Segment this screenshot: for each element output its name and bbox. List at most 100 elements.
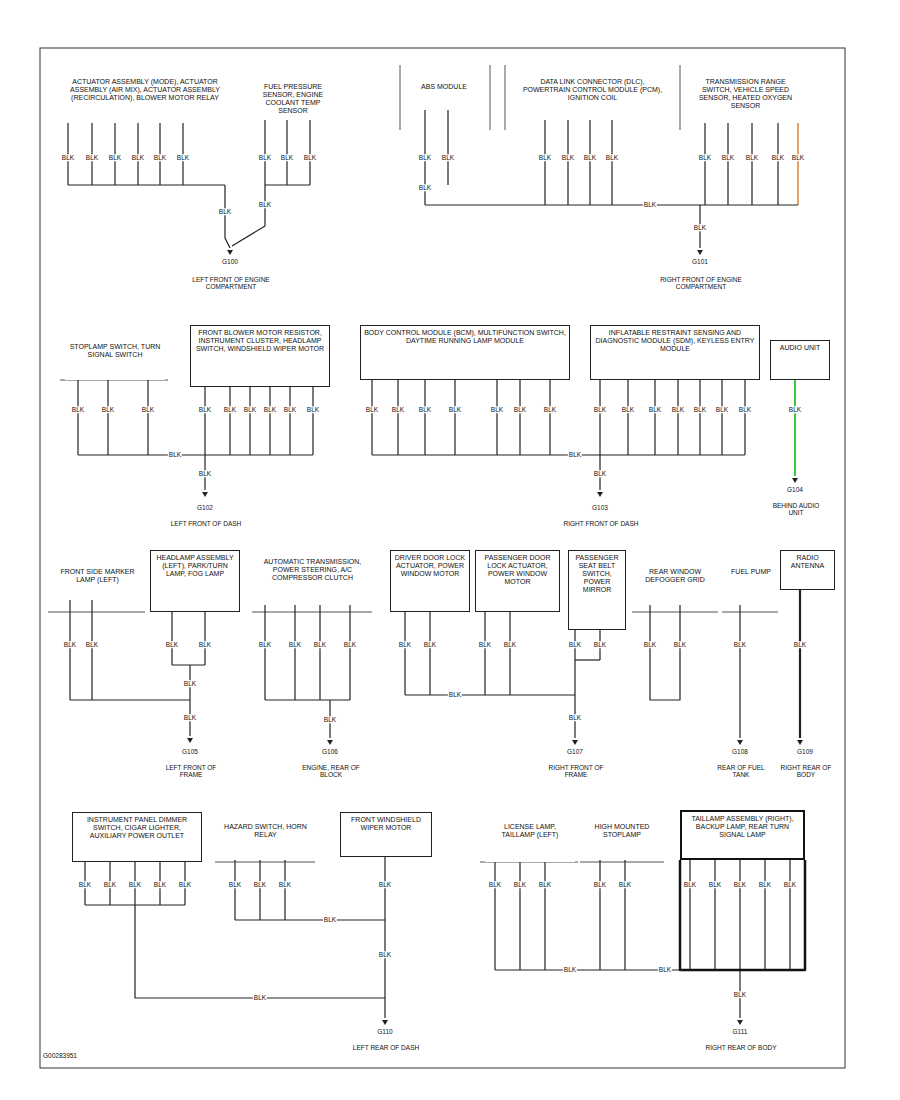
diagram-label: BLK [63,641,77,648]
wire [727,123,728,205]
diagram-label: BLK [365,406,379,413]
wire [286,120,287,185]
diagram-label: BLK [165,641,179,648]
wire [424,380,425,455]
diagram-label: LEFT FRONT OF ENGINE COMPARTMENT [185,276,277,291]
diagram-label: BLK [593,470,607,477]
diagram-label: BLK [78,881,92,888]
component-box: STOPLAMP SWITCH, TURN SIGNAL SWITCH [65,340,165,380]
wire [627,380,628,455]
wire [69,600,70,700]
diagram-label: G106 [321,748,339,755]
diagram-label: LEFT REAR OF DASH [340,1044,432,1051]
ground-symbol [737,1020,743,1025]
diagram-label: BLK [423,641,437,648]
diagram-label: BLK [543,406,557,413]
diagram-label: BLK [643,201,657,208]
separator [680,65,681,130]
diagram-label: BLK [258,201,272,208]
component-name: AUDIO UNIT [774,344,826,352]
diagram-label: BLK [783,881,797,888]
wire [777,123,778,205]
diagram-label: BLK [218,208,232,215]
wire [77,380,78,455]
component-box: HAZARD SWITCH, HORN RELAY [218,820,313,860]
wire [624,860,625,970]
component-box: ABS MODULE [410,80,478,110]
diagram-label: BLK [378,881,392,888]
wire [751,123,752,205]
component-name: STOPLAMP SWITCH, TURN SIGNAL SWITCH [68,343,162,359]
diagram-label: RIGHT REAR OF BODY [695,1044,787,1051]
component-name: FUEL PRESSURE SENSOR, ENGINE COOLANT TEM… [251,83,335,115]
component-name: HAZARD SWITCH, HORN RELAY [221,823,310,839]
diagram-label: BLK [288,641,302,648]
wire [599,860,600,970]
wire [494,862,495,970]
component-name: TAILLAMP ASSEMBLY (RIGHT), BACKUP LAMP, … [685,815,800,839]
wire [265,184,310,185]
component-name: HIGH MOUNTED STOPLAMP [586,823,658,839]
wire [429,612,430,695]
diagram-label: BLK [733,881,747,888]
separator [580,862,664,863]
wire [289,387,290,455]
diagram-label: BLK [398,641,412,648]
component-name: ABS MODULE [413,83,475,91]
component-name: FRONT WINDSHIELD WIPER MOTOR [344,816,428,832]
wire [309,120,310,185]
diagram-label: BLK [793,641,807,648]
diagram-label: BLK [733,641,747,648]
diagram-label: BLK [141,406,155,413]
wire [496,380,497,455]
diagram-label: RIGHT REAR OF BODY [779,764,833,779]
diagram-label: BLK [391,406,405,413]
wire [312,387,313,455]
diagram-label: BLK [306,406,320,413]
wire [797,123,799,205]
diagram-label: BLK [538,154,552,161]
diagram-label: BLK [131,154,145,161]
component-name: PASSENGER SEAT BELT SWITCH, POWER MIRROR [572,554,622,594]
diagram-label: G110 [376,1028,393,1035]
diagram-label: BLK [708,881,722,888]
diagram-label: BLK [71,406,85,413]
separator [48,612,145,613]
diagram-label: BLK [313,641,327,648]
diagram-label: BLK [258,154,272,161]
component-box: FRONT WINDSHIELD WIPER MOTOR [340,812,432,857]
wire [249,387,250,455]
diagram-label: BLK [85,641,99,648]
diagram-label: BLK [538,881,552,888]
wire [78,454,313,455]
diagram-label: G108 [731,748,749,755]
component-box: FUEL PRESSURE SENSOR, ENGINE COOLANT TEM… [248,80,338,120]
diagram-label: BLK [715,406,729,413]
diagram-label: BLK [563,966,577,973]
diagram-label: G107 [566,748,584,755]
wire [484,612,485,695]
wire-group [68,110,805,1018]
wire [447,110,448,185]
diagram-label: BLK [561,154,575,161]
diagram-label: BLK [378,951,392,958]
diagram-label: G109 [796,748,814,755]
diagram-label: BLK [568,451,582,458]
diagram-label: BLK [693,406,707,413]
diagram-label: BLK [283,406,297,413]
wire [699,380,700,455]
diagram-label: BLK [343,641,357,648]
diagram-label: BLK [673,641,687,648]
component-box: LICENSE LAMP, TAILLAMP (LEFT) [485,820,575,862]
diagram-label: BLK [733,991,747,998]
ground-symbol [187,738,193,743]
wire [567,120,568,205]
wire [204,612,205,665]
ground-symbol [792,478,798,483]
component-name: DATA LINK CONNECTOR (DLC), POWERTRAIN CO… [518,78,667,102]
diagram-label: BLK [128,881,142,888]
wire [371,380,372,455]
diagram-label: BLK [101,406,115,413]
wire [404,612,405,695]
